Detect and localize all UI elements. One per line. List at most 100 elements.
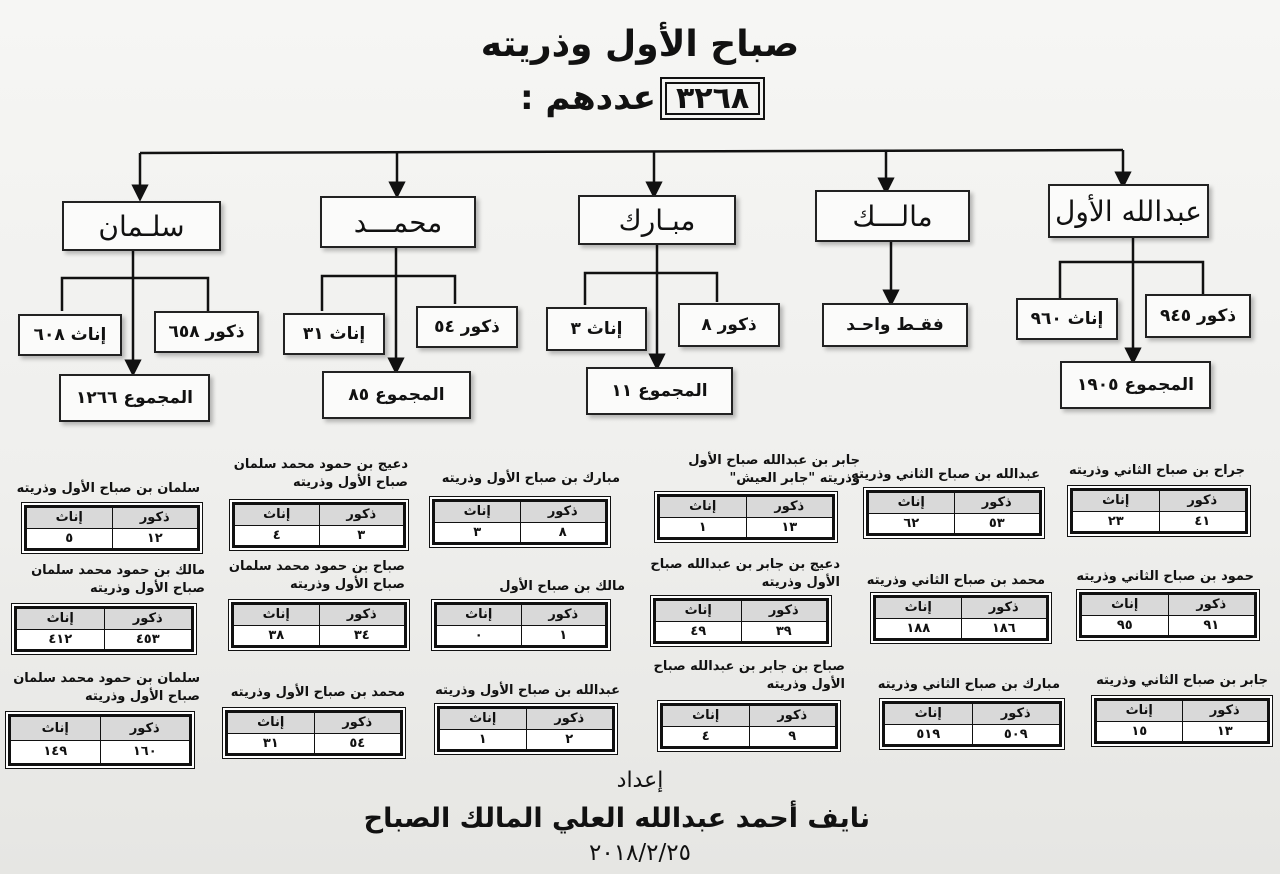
subtable-caption: جابر بن عبدالله صباح الأول وذريته "جابر … [688, 453, 860, 486]
mubarak-total: المجموع ١١ [586, 367, 733, 415]
subtable-caption: عبدالله بن صباح الأول وذريته [435, 683, 620, 698]
table-header-cell: ذكور [519, 501, 606, 523]
table-header-cell: إناث [16, 608, 105, 630]
tree-top-bar [139, 148, 1124, 155]
table-header-cell: ذكور [99, 716, 190, 741]
table-cell: ١٢ [111, 527, 198, 549]
table-cell: ٣ [434, 521, 521, 543]
mohammed-males: ذكور ٥٤ [416, 306, 518, 348]
table-cell: ٢٣ [1072, 510, 1160, 532]
table-header-cell: إناث [868, 492, 955, 514]
table-cell: ٥٣ [953, 512, 1040, 534]
table-cell: ٥١٩ [884, 723, 973, 745]
subtable-caption: مبارك بن صباح الثاني وذريته [877, 677, 1060, 692]
subtable-caption: صباح بن جابر بن عبدالله صباح الأول وذريت… [653, 659, 845, 692]
table-cell: ٤١٢ [16, 628, 105, 650]
malek-only-one: فقـط واحـد [822, 303, 968, 347]
table-cell: ٤٩ [655, 620, 742, 642]
subtable-caption: محمد بن صباح الأول وذريته [230, 685, 405, 700]
branch-abdullah-name: عبدالله الأول [1055, 194, 1202, 228]
connector-salman-split [60, 276, 210, 311]
abdullah-total: المجموع ١٩٠٥ [1060, 361, 1211, 409]
subtable-caption: عبدالله بن صباح الثاني وذريته [851, 467, 1040, 482]
table-cell: ٣٨ [233, 624, 320, 646]
branch-abdullah: عبدالله الأول [1048, 184, 1209, 238]
subtable-caption: مالك بن حمود محمد سلمان صباح الأول وذريت… [31, 563, 205, 596]
branch-mohammed-name: محمـــد [353, 205, 443, 239]
total-count-label: عددهم : [520, 78, 656, 118]
table-cell: ٩ [748, 725, 836, 747]
mohammed-females: إناث ٣١ [283, 313, 385, 355]
table-cell: ٨ [519, 521, 606, 543]
table-header-cell: إناث [875, 597, 962, 619]
abdullah-females: إناث ٩٦٠ [1016, 298, 1118, 340]
table-cell: ١ [439, 728, 527, 750]
connector-mubarak-split [583, 271, 719, 305]
branch-salman: سلـمان [62, 201, 221, 251]
subtable-caption: دعيج بن حمود محمد سلمان صباح الأول وذريت… [233, 457, 408, 490]
table-header-cell: ذكور [1158, 490, 1246, 512]
table-header-cell: ذكور [111, 507, 198, 529]
abdullah-males: ذكور ٩٤٥ [1145, 294, 1251, 338]
salman-males: ذكور ٦٥٨ [154, 311, 259, 353]
table-header-cell: إناث [434, 501, 521, 523]
table-cell: ١٤٩ [10, 739, 101, 764]
author-name: نايف أحمد عبدالله العلي المالك الصباح [363, 803, 870, 834]
table-header-cell: ذكور [525, 708, 613, 730]
branch-mohammed: محمـــد [320, 196, 476, 248]
table-cell: ٢ [525, 728, 613, 750]
subtable-caption: جابر بن صباح الثاني وذريته [1096, 673, 1268, 688]
table-cell: ٥٠٩ [971, 723, 1060, 745]
table-cell: ٩٥ [1081, 614, 1169, 636]
table-cell: ٥ [26, 527, 113, 549]
table-header-cell: إناث [1081, 594, 1169, 616]
table-cell: ٩١ [1167, 614, 1255, 636]
table-cell: ٤ [234, 524, 320, 546]
table-header-cell: ذكور [1167, 594, 1255, 616]
table-cell: ٤٥٣ [103, 628, 192, 650]
table-header-cell: إناث [662, 705, 750, 727]
table-header-cell: ذكور [318, 504, 404, 526]
subtable-caption: جراح بن صباح الثاني وذريته [1069, 463, 1245, 478]
mubarak-males: ذكور ٨ [678, 303, 780, 347]
table-cell: ٣٤ [318, 624, 405, 646]
subtable-caption: مبارك بن صباح الأول وذريته [441, 471, 620, 486]
table-header-cell: إناث [439, 708, 527, 730]
table-header-cell: ذكور [953, 492, 1040, 514]
branch-salman-name: سلـمان [98, 209, 185, 243]
table-cell: ٠ [436, 624, 522, 646]
table-header-cell: إناث [227, 712, 315, 734]
mohammed-total: المجموع ٨٥ [322, 371, 471, 419]
subtable-caption: صباح بن حمود محمد سلمان صباح الأول وذريت… [228, 559, 405, 592]
table-cell: ٥٤ [313, 732, 401, 754]
total-count: عددهم : ٣٢٦٨ [520, 74, 810, 122]
table-header-cell: ذكور [318, 604, 405, 626]
table-cell: ١ [659, 516, 747, 538]
subtable-caption: سلمان بن حمود محمد سلمان صباح الأول وذري… [13, 671, 200, 704]
table-header-cell: إناث [436, 604, 522, 626]
branch-malek-name: مالـــك [852, 199, 933, 233]
table-cell: ١٨٦ [960, 617, 1047, 639]
branch-malek: مالـــك [815, 190, 970, 242]
table-cell: ٣ [318, 524, 404, 546]
table-cell: ١٨٨ [875, 617, 962, 639]
table-header-cell: إناث [26, 507, 113, 529]
subtable-caption: سلمان بن صباح الأول وذريته [16, 481, 200, 496]
connector-abdullah-split [1058, 260, 1205, 298]
table-header-cell: ذكور [313, 712, 401, 734]
subtable-caption: دعيج بن جابر بن عبدالله صباح الأول وذريت… [650, 557, 840, 590]
